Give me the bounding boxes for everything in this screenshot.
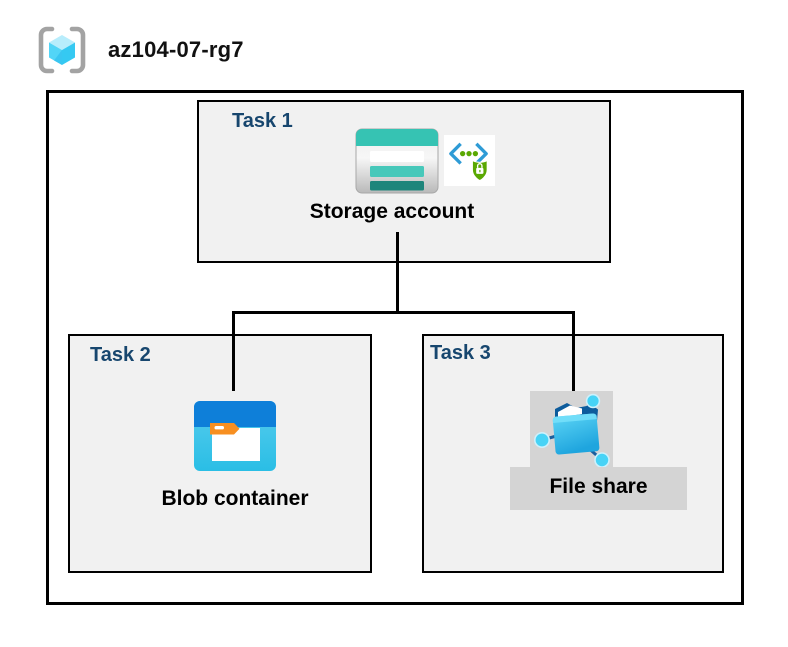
secure-access-icon — [444, 135, 495, 186]
blob-container-icon — [194, 401, 276, 471]
storage-account-icon — [355, 128, 439, 194]
resource-group-header: az104-07-rg7 — [36, 24, 244, 76]
blob-container-label: Blob container — [161, 487, 309, 510]
file-share-label-background — [510, 467, 687, 510]
storage-account-label: Storage account — [309, 200, 475, 223]
resource-group-icon — [38, 26, 86, 74]
connector-to-fileshare — [572, 311, 575, 393]
connector-storage-down — [396, 232, 399, 313]
resource-group-name: az104-07-rg7 — [108, 37, 244, 62]
file-share-icon — [534, 393, 610, 467]
connector-to-blob — [232, 311, 235, 391]
connector-horizontal — [232, 311, 575, 314]
task2-label: Task 2 — [90, 344, 151, 366]
file-share-icon-background — [530, 391, 613, 467]
task3-label: Task 3 — [430, 342, 491, 364]
file-share-label: File share — [549, 475, 648, 498]
task1-label: Task 1 — [232, 110, 293, 132]
